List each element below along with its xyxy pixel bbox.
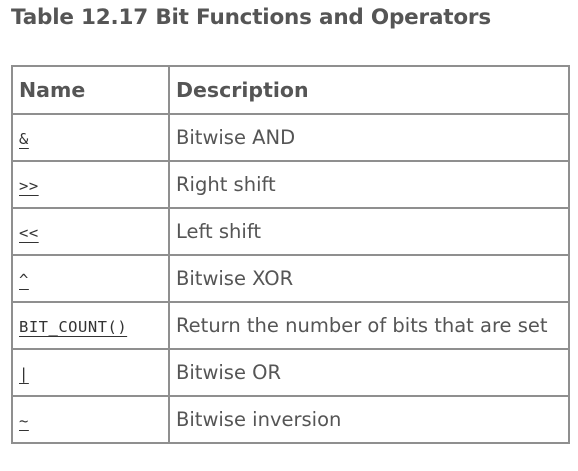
description-cell: Bitwise XOR	[168, 254, 570, 303]
table-header-row: Name Description	[11, 65, 570, 115]
column-header-description: Description	[168, 65, 570, 115]
description-cell: Left shift	[168, 207, 570, 256]
table-row: | Bitwise OR	[11, 348, 570, 397]
description-cell: Right shift	[168, 160, 570, 209]
operator-link-bitwise-xor[interactable]: ^	[19, 271, 29, 289]
name-cell: &	[11, 113, 170, 162]
function-link-bit-count[interactable]: BIT_COUNT()	[19, 318, 128, 336]
name-cell: ^	[11, 254, 170, 303]
description-cell: Bitwise OR	[168, 348, 570, 397]
column-header-name: Name	[11, 65, 170, 115]
table-row: ^ Bitwise XOR	[11, 254, 570, 303]
name-cell: <<	[11, 207, 170, 256]
name-cell: |	[11, 348, 170, 397]
operator-link-left-shift[interactable]: <<	[19, 224, 39, 242]
operator-link-right-shift[interactable]: >>	[19, 177, 39, 195]
table-row: << Left shift	[11, 207, 570, 256]
page-title: Table 12.17 Bit Functions and Operators	[11, 5, 491, 30]
description-cell: Return the number of bits that are set	[168, 301, 570, 350]
description-cell: Bitwise AND	[168, 113, 570, 162]
operator-link-bitwise-inversion[interactable]: ~	[19, 412, 29, 430]
table-row: >> Right shift	[11, 160, 570, 209]
name-cell: >>	[11, 160, 170, 209]
description-cell: Bitwise inversion	[168, 395, 570, 444]
table-row: ~ Bitwise inversion	[11, 395, 570, 444]
operator-link-bitwise-or[interactable]: |	[19, 365, 29, 383]
bit-functions-table: Name Description & Bitwise AND >> Right …	[11, 65, 570, 444]
table-row: & Bitwise AND	[11, 113, 570, 162]
name-cell: ~	[11, 395, 170, 444]
table-row: BIT_COUNT() Return the number of bits th…	[11, 301, 570, 350]
operator-link-bitwise-and[interactable]: &	[19, 130, 29, 148]
name-cell: BIT_COUNT()	[11, 301, 170, 350]
